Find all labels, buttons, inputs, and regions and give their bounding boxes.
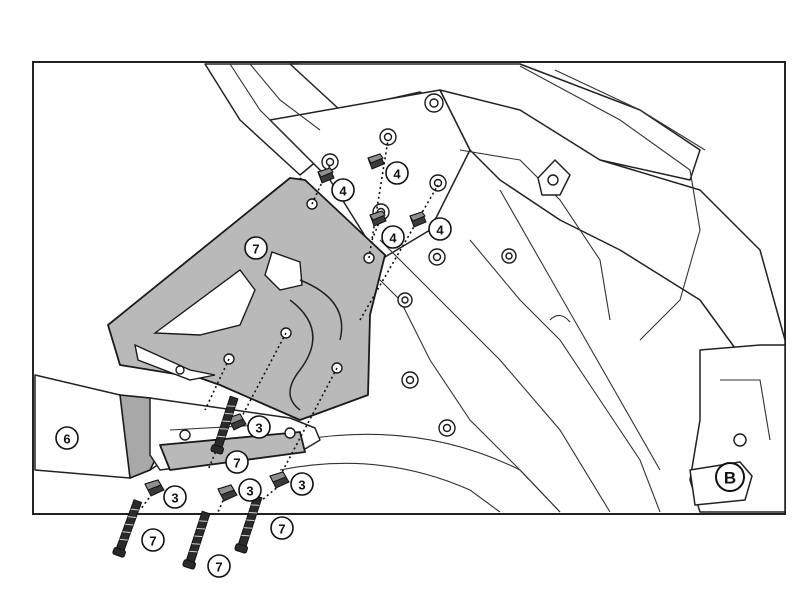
callout-4-d: 4 <box>428 217 452 241</box>
callout-b-label: B <box>724 469 736 488</box>
spacers <box>317 153 427 228</box>
callout-7-b-label: 7 <box>149 534 156 549</box>
callout-3-c: 3 <box>238 478 262 502</box>
callout-7-b: 7 <box>141 528 165 552</box>
callout-3-a-label: 3 <box>255 421 262 436</box>
bolts <box>112 395 263 570</box>
callout-6-label: 6 <box>63 432 70 447</box>
callout-7-c: 7 <box>270 516 294 540</box>
callout-7-a-label: 7 <box>233 456 240 471</box>
callout-b: B <box>715 462 745 492</box>
nuts <box>144 413 290 502</box>
rack-arm-part <box>34 374 321 480</box>
callout-4-a: 4 <box>331 178 355 202</box>
callout-7-bracket: 7 <box>244 236 268 260</box>
callout-3-d-label: 3 <box>298 478 305 493</box>
callout-7-d-label: 7 <box>215 560 222 575</box>
callout-3-c-label: 3 <box>246 484 253 499</box>
callout-4-a-label: 4 <box>339 184 347 199</box>
callout-3-d: 3 <box>290 472 314 496</box>
callout-3-b: 3 <box>163 485 187 509</box>
callout-4-b: 4 <box>385 161 409 185</box>
callout-3-a: 3 <box>247 415 271 439</box>
callout-4-c: 4 <box>381 225 405 249</box>
callout-7-d: 7 <box>207 554 231 578</box>
callout-4-c-label: 4 <box>389 231 397 246</box>
callout-7-bracket-label: 7 <box>252 242 259 257</box>
callout-7-a: 7 <box>225 450 249 474</box>
callout-4-d-label: 4 <box>436 223 444 238</box>
callout-4-b-label: 4 <box>393 167 401 182</box>
callout-3-b-label: 3 <box>171 491 178 506</box>
callout-7-c-label: 7 <box>278 522 285 537</box>
callout-6: 6 <box>55 426 79 450</box>
